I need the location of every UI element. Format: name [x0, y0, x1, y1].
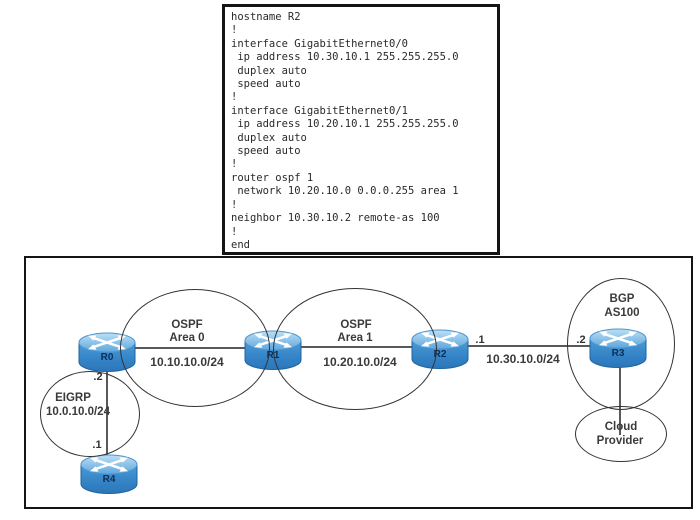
config-line: ! [231, 91, 238, 104]
router-label: R0 [100, 352, 114, 363]
config-line: ! [231, 225, 238, 238]
ospf-area0-ellipse [120, 289, 270, 407]
cloud-provider-ellipse [575, 406, 667, 462]
config-line: ip address 10.30.10.1 255.255.255.0 [231, 51, 459, 64]
router-label: R4 [102, 474, 116, 485]
ospf-area1-ellipse [273, 288, 437, 410]
ospf-area1-network: 10.20.10.0/24 [323, 355, 397, 369]
config-line: router ospf 1 [231, 171, 314, 184]
eigrp-network: 10.0.10.0/24 [46, 406, 110, 418]
ospf-area1-protocol: OSPF [340, 319, 372, 331]
config-line: end [231, 238, 250, 251]
if-label-r3-wan: .2 [576, 334, 586, 346]
config-line: speed auto [231, 145, 301, 158]
eigrp-protocol: EIGRP [55, 392, 91, 404]
config-line: ! [231, 158, 238, 171]
config-line: speed auto [231, 78, 301, 91]
ospf-area1-area: Area 1 [337, 332, 373, 344]
bgp-as-number: AS100 [604, 307, 640, 319]
ospf-area0-area: Area 0 [169, 332, 205, 344]
config-line: ! [231, 198, 238, 211]
config-line: duplex auto [231, 131, 307, 144]
config-line: network 10.20.10.0 0.0.0.255 area 1 [231, 185, 459, 198]
config-line: interface GigabitEthernet0/1 [231, 104, 409, 117]
config-line: ip address 10.20.10.1 255.255.255.0 [231, 118, 459, 131]
bgp-protocol: BGP [609, 293, 635, 305]
config-line: duplex auto [231, 64, 307, 77]
if-label-r0-eigrp: .2 [93, 371, 103, 383]
ospf-area0-network: 10.10.10.0/24 [150, 355, 224, 369]
router-label: R1 [266, 350, 280, 361]
router-r4: R4 [78, 451, 140, 495]
router-label: R2 [433, 349, 447, 360]
config-line: hostname R2 [231, 11, 301, 23]
config-line: neighbor 10.30.10.2 remote-as 100 [231, 212, 440, 225]
ospf-area0-protocol: OSPF [171, 319, 203, 331]
config-line: ! [231, 24, 238, 37]
cloud-label-line2: Provider [596, 435, 644, 447]
config-line: interface GigabitEthernet0/0 [231, 37, 409, 50]
router-config-panel: hostname R2 ! interface GigabitEthernet0… [222, 4, 500, 255]
link-r2-r3 [440, 345, 618, 347]
eigrp-ellipse [40, 371, 140, 457]
router-icon [78, 451, 140, 495]
if-label-r2-wan: .1 [475, 334, 485, 346]
wan-link-network: 10.30.10.0/24 [486, 352, 560, 366]
if-label-r4-eigrp: .1 [92, 439, 102, 451]
cloud-label-line1: Cloud [604, 421, 638, 433]
